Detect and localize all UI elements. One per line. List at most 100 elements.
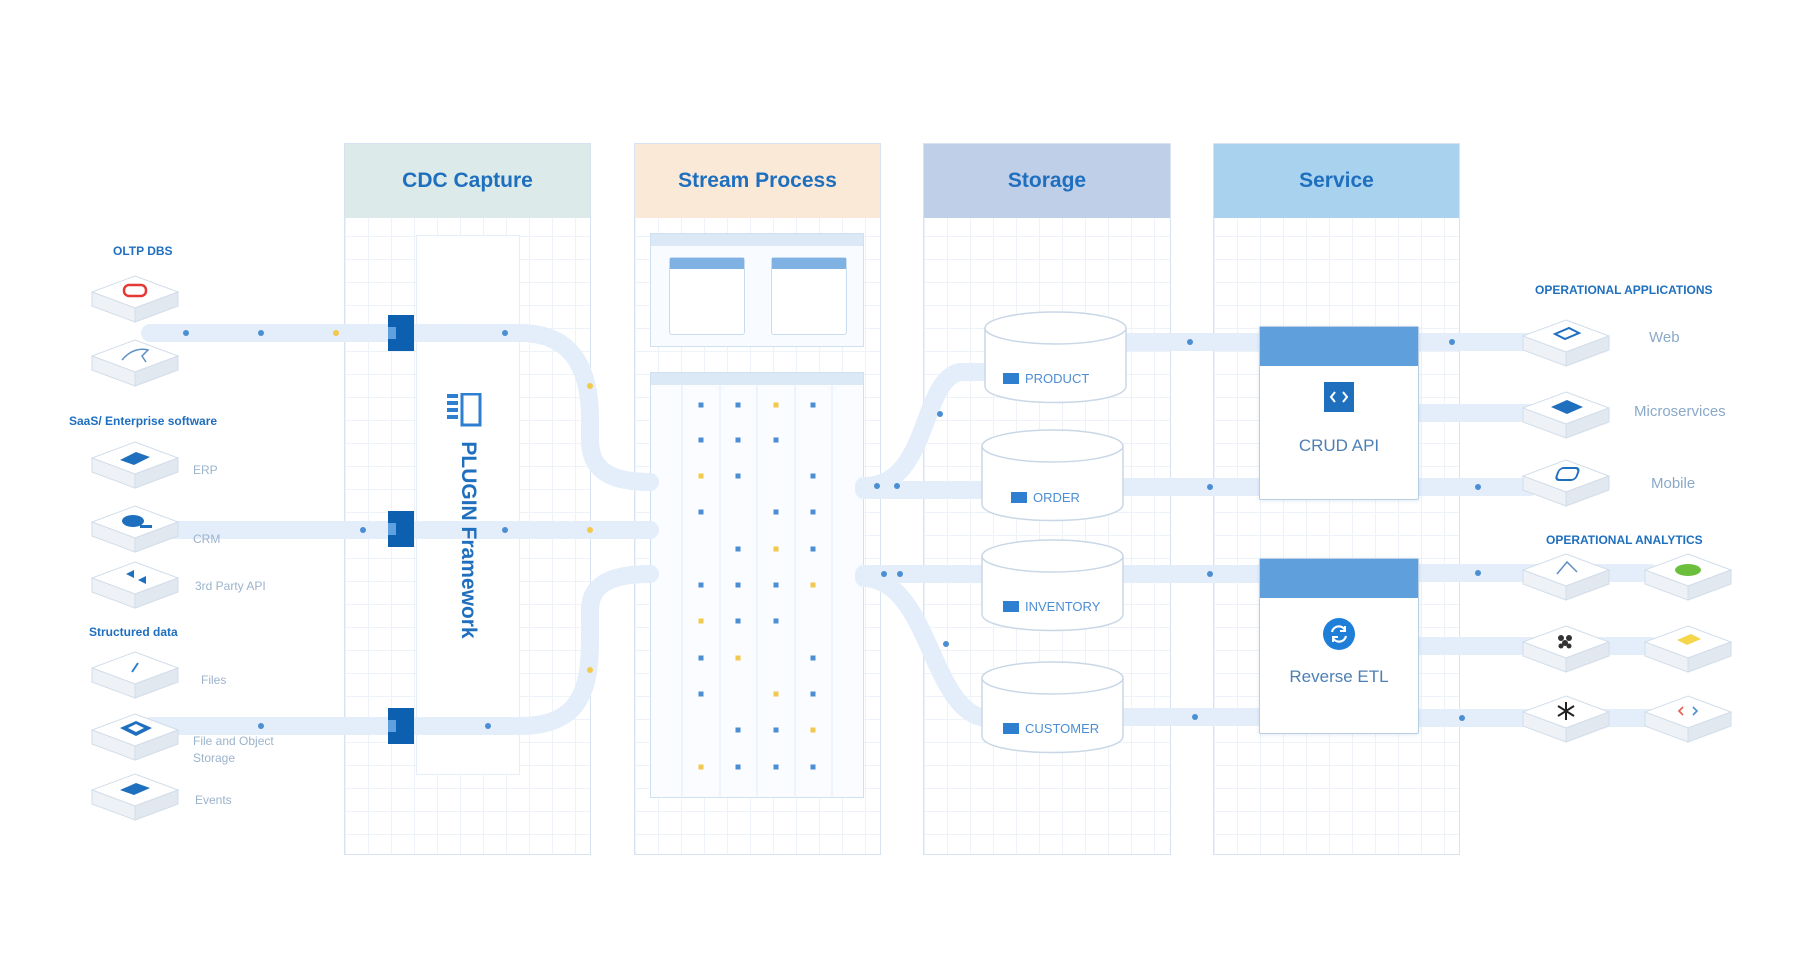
grid-dot xyxy=(698,655,704,661)
leaf-icon xyxy=(1675,564,1701,576)
column-title-storage: Storage xyxy=(924,144,1170,218)
microservices-icon xyxy=(1551,400,1583,414)
chart-icon xyxy=(1556,560,1578,575)
grid-dot xyxy=(773,691,779,697)
grid-dot xyxy=(735,582,741,588)
analytics-tile-4[interactable] xyxy=(1643,622,1733,676)
crud-api-box[interactable]: CRUD API xyxy=(1259,326,1419,500)
microservices-label: Microservices xyxy=(1634,403,1726,420)
saas-title: SaaS/ Enterprise software xyxy=(69,414,218,428)
grid-dot xyxy=(810,582,816,588)
reverse-etl-box[interactable]: Reverse ETL xyxy=(1259,558,1419,734)
table-icon xyxy=(1003,601,1019,612)
inventory-text: INVENTORY xyxy=(1025,599,1101,614)
wire-to-customer xyxy=(855,569,994,727)
web-label: Web xyxy=(1649,329,1680,346)
column-title-service: Service xyxy=(1214,144,1459,218)
product-label: PRODUCT xyxy=(1003,371,1089,386)
grid-dot xyxy=(773,618,779,624)
order-table[interactable] xyxy=(980,428,1125,522)
analytics-tile-2[interactable] xyxy=(1643,550,1733,604)
grid-dot xyxy=(810,509,816,515)
grid-dot xyxy=(810,655,816,661)
erp-label: ERP xyxy=(193,463,218,477)
product-table[interactable] xyxy=(983,310,1128,404)
grid-dot xyxy=(773,582,779,588)
cdc-ports xyxy=(388,315,414,744)
oltp-title: OLTP DBS xyxy=(113,244,173,258)
microservices-tile[interactable] xyxy=(1521,388,1611,442)
web-icon xyxy=(1552,326,1582,341)
customer-label: CUSTOMER xyxy=(1003,721,1099,736)
column-service: Service xyxy=(1213,143,1460,855)
crm-tile[interactable] xyxy=(90,502,180,556)
events-tile[interactable] xyxy=(90,770,180,824)
sync-icon xyxy=(1323,618,1355,650)
plugin-icon xyxy=(447,393,482,427)
grid-dot xyxy=(698,764,704,770)
mysql-tile[interactable] xyxy=(90,336,180,390)
grid-dot xyxy=(698,509,704,515)
api-icon xyxy=(126,570,146,584)
mobile-label: Mobile xyxy=(1651,475,1696,492)
analytics-tile-5[interactable] xyxy=(1521,692,1611,746)
grid-dot xyxy=(810,727,816,733)
snowflake-icon xyxy=(1557,702,1575,720)
files-label: Files xyxy=(201,673,227,687)
erp-tile[interactable] xyxy=(90,438,180,492)
grid-dot xyxy=(698,691,704,697)
grid-dot xyxy=(773,764,779,770)
grid-dot xyxy=(810,691,816,697)
grid-dot xyxy=(810,546,816,552)
grid-dot xyxy=(810,764,816,770)
grid-dot xyxy=(735,727,741,733)
bi-icon xyxy=(1677,634,1701,645)
wire-cdc-top xyxy=(396,324,659,491)
grid-dot xyxy=(773,437,779,443)
analytics-tile-6[interactable] xyxy=(1643,692,1733,746)
object-storage-tile[interactable] xyxy=(90,710,180,764)
crm-icon xyxy=(122,515,144,527)
grid-dot xyxy=(698,437,704,443)
table-icon xyxy=(1003,723,1019,734)
stream-window-panel xyxy=(650,233,864,347)
flow-dots xyxy=(183,330,1481,729)
mysql-icon xyxy=(121,348,150,363)
grid-dot xyxy=(698,473,704,479)
grid-dot xyxy=(735,402,741,408)
mobile-tile[interactable] xyxy=(1521,456,1611,510)
object-storage-label: File and Object Storage xyxy=(193,734,274,765)
analytics-tile-1[interactable] xyxy=(1521,550,1611,604)
grid-dot xyxy=(735,618,741,624)
mobile-icon xyxy=(1555,467,1580,481)
files-tile[interactable] xyxy=(90,648,180,702)
crm-label: CRM xyxy=(193,532,221,546)
operational-analytics-title: OPERATIONAL ANALYTICS xyxy=(1546,533,1703,547)
web-tile[interactable] xyxy=(1521,316,1611,370)
analytics-tile-3[interactable] xyxy=(1521,622,1611,676)
grid-dot xyxy=(773,402,779,408)
inventory-label: INVENTORY xyxy=(1003,599,1100,614)
wire-to-product xyxy=(855,363,1009,495)
api-tile[interactable] xyxy=(90,558,180,612)
grid-dot xyxy=(773,546,779,552)
grid-dot xyxy=(773,509,779,515)
wire-cdc-bot xyxy=(396,565,659,735)
crud-api-title: CRUD API xyxy=(1298,436,1380,455)
grid-dot xyxy=(735,546,741,552)
order-text: ORDER xyxy=(1033,490,1080,505)
stream-grid-lines xyxy=(681,384,833,798)
code-icon xyxy=(1324,382,1354,412)
grid-dot xyxy=(735,473,741,479)
customer-table[interactable] xyxy=(980,660,1125,754)
order-label: ORDER xyxy=(1011,490,1080,505)
grid-dot xyxy=(735,437,741,443)
oracle-tile[interactable] xyxy=(90,272,180,326)
table-icon xyxy=(1003,373,1019,384)
api-label: 3rd Party API xyxy=(195,579,266,593)
product-text: PRODUCT xyxy=(1025,371,1090,386)
customer-text: CUSTOMER xyxy=(1025,721,1100,736)
inventory-table[interactable] xyxy=(980,538,1125,632)
